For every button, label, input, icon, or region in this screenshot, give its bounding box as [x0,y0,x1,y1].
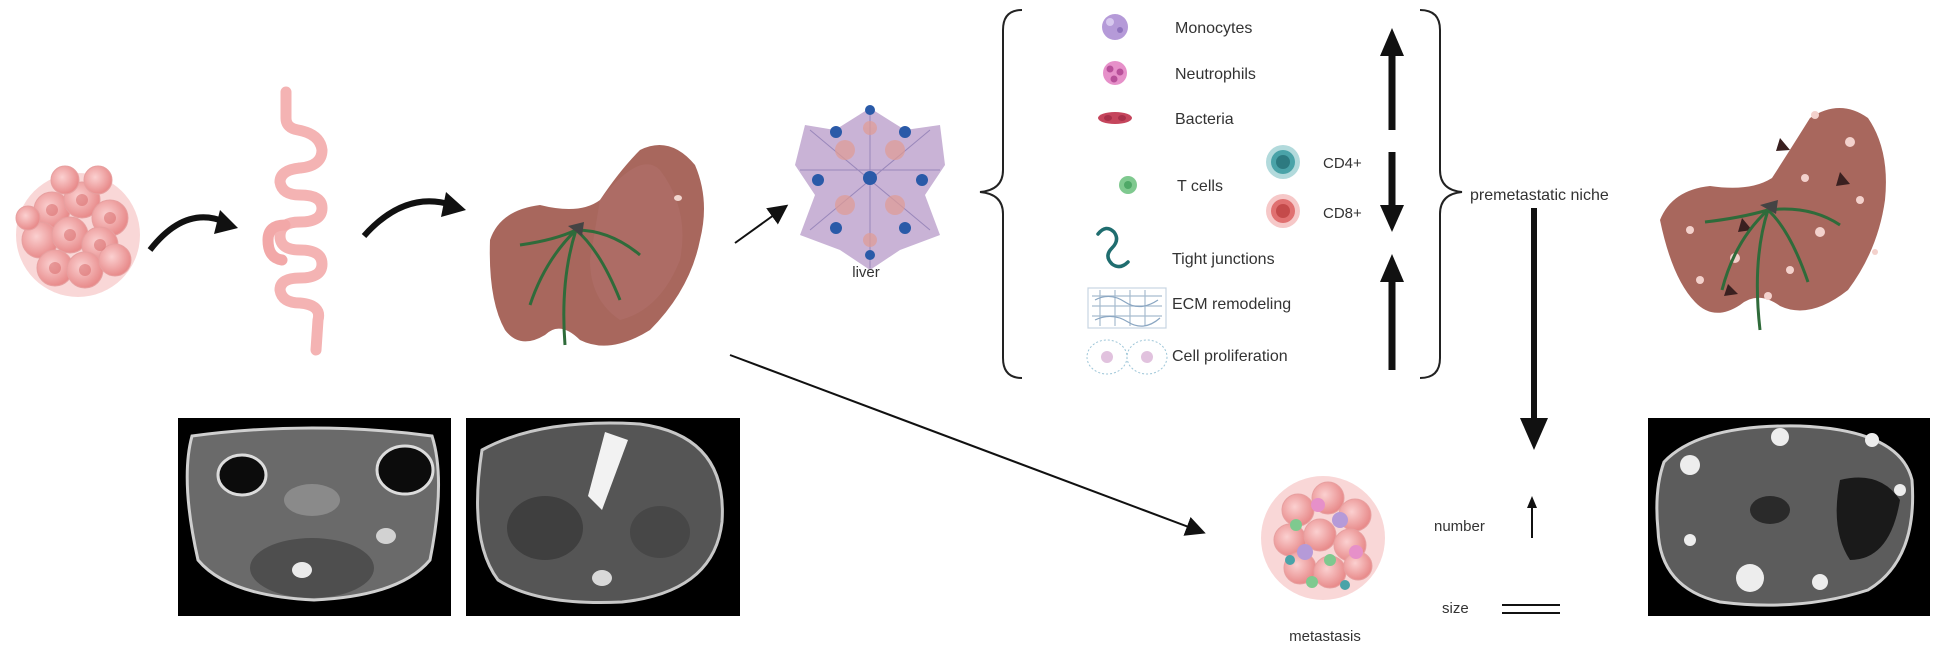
number-increase-arrow [1527,496,1537,538]
cd4-cell-icon [1266,145,1300,179]
liver-icon [489,145,704,346]
metastasis-cluster-icon [1261,476,1385,600]
mri-abdomen-image [178,418,451,616]
neutrophil-icon [1103,61,1127,85]
down-arrow-niche [1520,208,1548,450]
cd8-cell-icon [1266,194,1300,228]
number-label: number [1434,518,1485,535]
t-cells-label: T cells [1177,178,1223,195]
mri-liver-image [466,418,740,616]
liver-lobule-icon [795,105,945,270]
bacteria-icon [1098,112,1132,124]
left-brace [979,9,1023,379]
tight-junction-icon [1096,226,1130,269]
cell-proliferation-label: Cell proliferation [1172,348,1288,365]
cell-proliferation-icon [1086,339,1168,375]
curved-arrow-1 [147,214,227,252]
tight-junctions-label: Tight junctions [1172,251,1275,268]
size-label: size [1442,600,1469,617]
decrease-arrow-tcells [1380,152,1404,232]
tumor-cluster-icon [15,165,140,297]
neutrophils-label: Neutrophils [1175,66,1256,83]
increase-arrow-immune [1380,28,1404,130]
monocyte-icon [1102,14,1128,40]
premetastatic-niche-label: premetastatic niche [1470,187,1609,204]
monocytes-label: Monocytes [1175,20,1252,37]
right-brace [1419,9,1463,379]
size-equal-sign [1502,604,1560,614]
cd4-label: CD4+ [1323,155,1362,172]
bacteria-label: Bacteria [1175,111,1234,128]
ecm-remodeling-label: ECM remodeling [1172,296,1291,313]
curved-arrow-2 [361,198,453,238]
metastasis-label: metastasis [1289,628,1361,645]
t-cell-icon [1119,176,1137,194]
increase-arrow-structure [1380,254,1404,370]
arrow-to-metastasis [729,354,1206,536]
liver-label: liver [852,264,880,281]
arrow-to-lobule [734,204,789,244]
cd8-label: CD8+ [1323,205,1362,222]
metastatic-liver-icon [1660,108,1886,331]
ecm-icon [1087,287,1167,329]
mri-metastasis-image [1648,418,1930,616]
intestine-icon [262,86,328,356]
